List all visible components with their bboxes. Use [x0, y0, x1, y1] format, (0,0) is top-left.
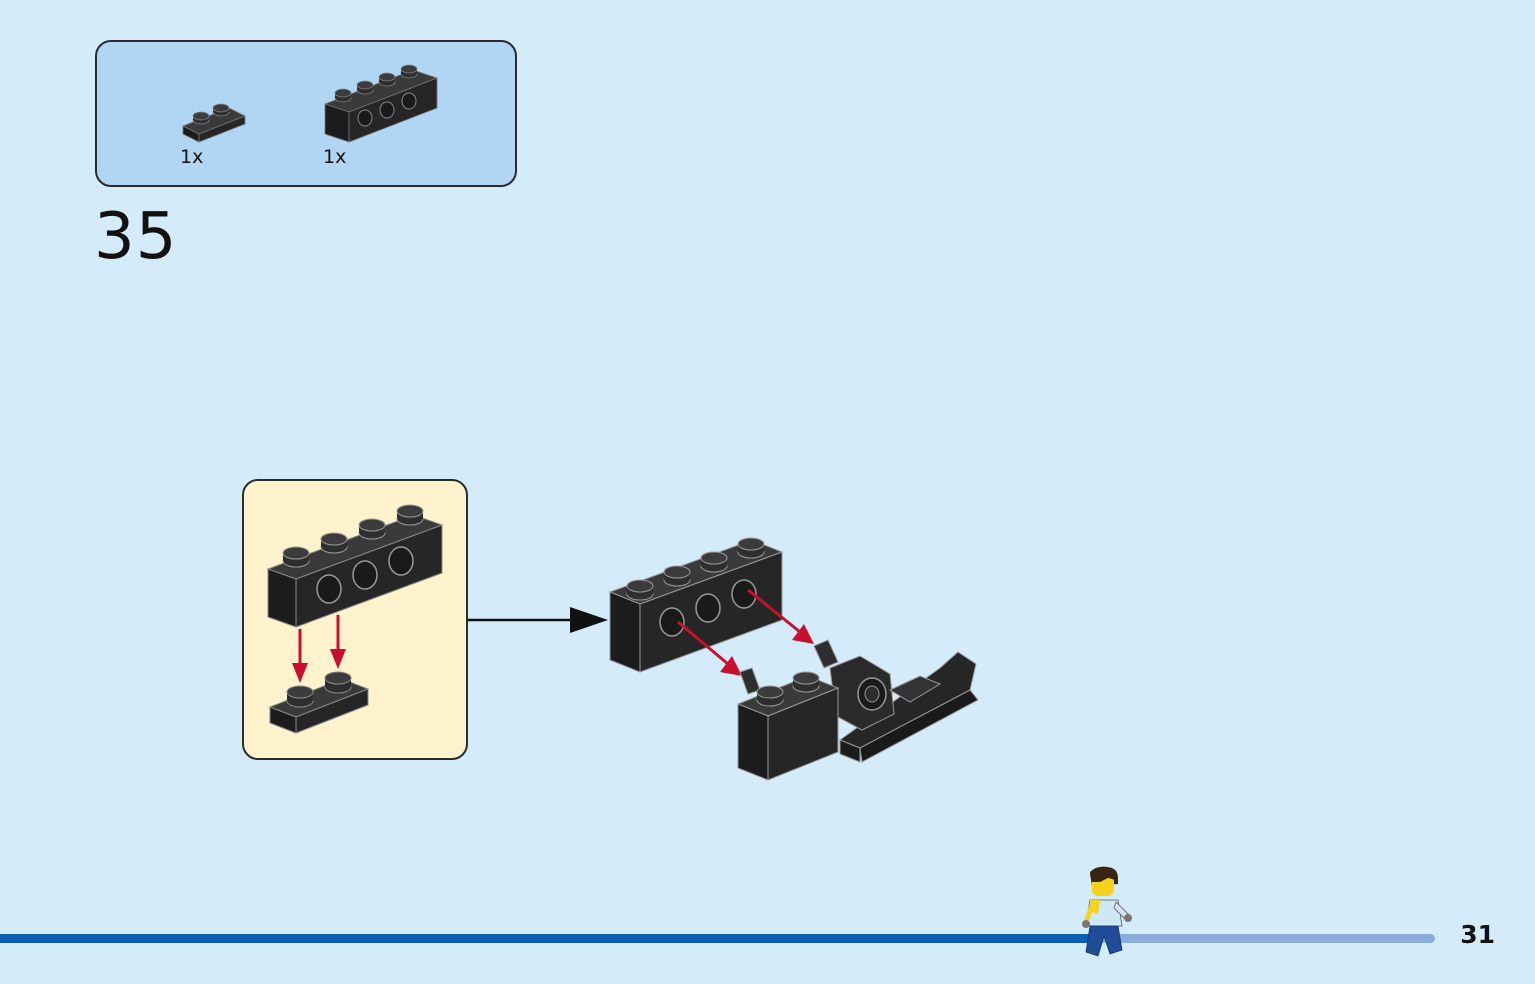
- minifigure-icon: [1082, 866, 1132, 957]
- progress-track: [0, 934, 1435, 943]
- connector-arrow-icon: [468, 607, 608, 633]
- plate-1x2-icon: [182, 103, 246, 143]
- step-number: 35: [94, 200, 178, 274]
- sub-assembly-box: [242, 479, 468, 760]
- main-assembly-drawing: [468, 537, 979, 781]
- plate-1x2-qty: 1x: [180, 146, 204, 168]
- technic-brick-1x4-icon: [608, 537, 784, 673]
- page-number: 31: [1460, 920, 1495, 949]
- technic-brick-1x4-qty: 1x: [323, 146, 347, 168]
- technic-brick-1x4-icon: [323, 64, 439, 143]
- parts-list-box: 1x 1x: [95, 40, 517, 187]
- red-arrow-icon: [677, 588, 814, 676]
- red-arrow-icon: [292, 615, 346, 683]
- sub-assembly-drawing: [266, 504, 444, 734]
- vehicle-base-assembly-icon: [736, 639, 979, 781]
- progress-fill: [0, 934, 1091, 943]
- technic-brick-1x4-icon: [266, 504, 444, 628]
- plate-1x2-icon: [268, 671, 370, 734]
